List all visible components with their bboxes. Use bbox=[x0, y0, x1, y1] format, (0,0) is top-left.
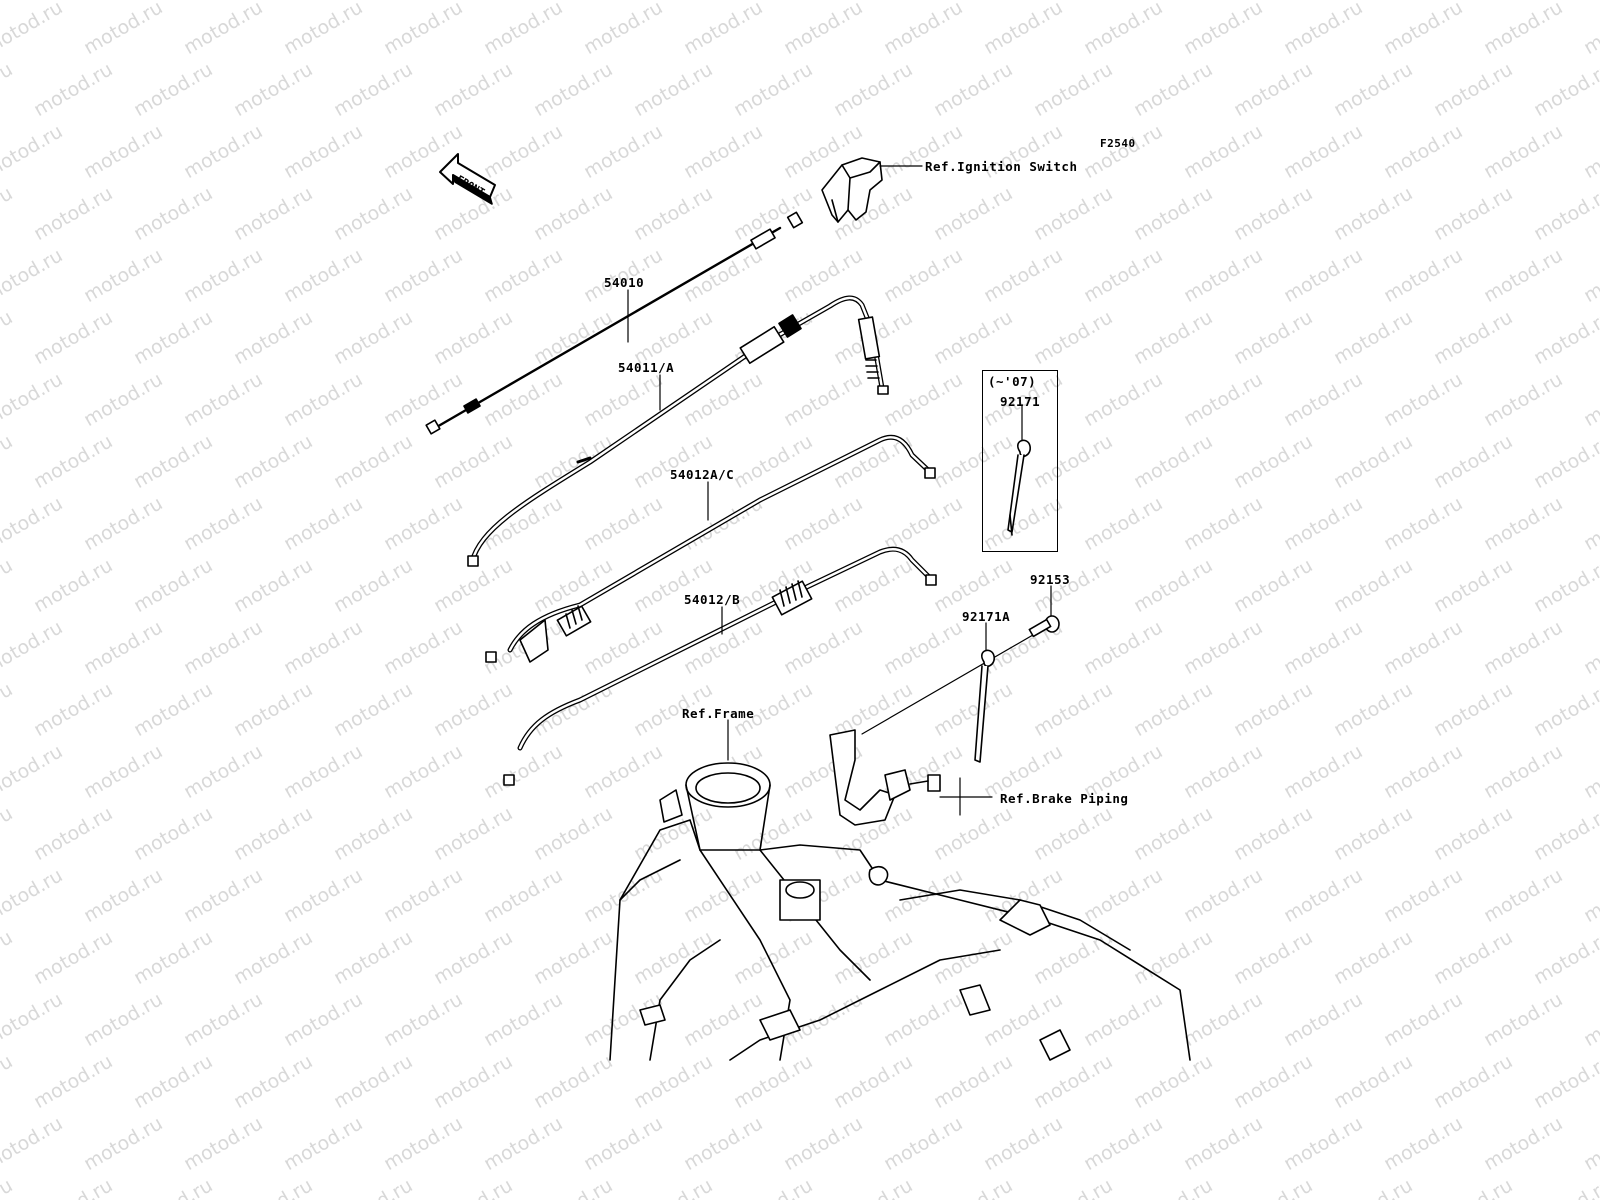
part-54011-a-label: 54011/A bbox=[618, 360, 675, 375]
inset-note-label: (~'07) bbox=[988, 374, 1037, 389]
part-54012a-c-label: 54012A/C bbox=[670, 467, 735, 482]
cable-54012-b bbox=[503, 546, 937, 786]
ref-brake-piping-label: Ref.Brake Piping bbox=[1000, 791, 1129, 806]
figure-code: F2540 bbox=[1100, 137, 1136, 150]
cable-54012a-c bbox=[485, 434, 936, 663]
part-54010-label: 54010 bbox=[604, 275, 645, 290]
brake-piping-bracket bbox=[829, 729, 941, 826]
cable-54010 bbox=[425, 211, 804, 435]
part-54012-b-label: 54012/B bbox=[684, 592, 741, 607]
part-92171a-label: 92171A bbox=[962, 609, 1011, 624]
inset-frame bbox=[982, 370, 1058, 552]
clamp-92171a bbox=[861, 627, 1046, 763]
ref-ignition-switch-label: Ref.Ignition Switch bbox=[925, 159, 1078, 174]
ref-frame-label: Ref.Frame bbox=[682, 706, 755, 721]
motorcycle-frame bbox=[609, 762, 1191, 1061]
part-92153-label: 92153 bbox=[1030, 572, 1071, 587]
clamp-92171 bbox=[1007, 439, 1031, 536]
front-arrow-icon bbox=[439, 153, 496, 205]
part-92171-label: 92171 bbox=[1000, 394, 1041, 409]
bolt-92153 bbox=[1028, 615, 1060, 638]
cable-54011-a bbox=[467, 295, 889, 567]
ignition-switch-bracket bbox=[821, 157, 883, 223]
